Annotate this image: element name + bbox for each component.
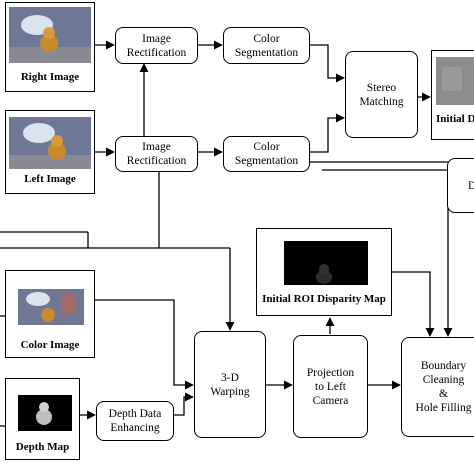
arrow-enhance-to-warping [174, 392, 194, 416]
right-partial-box: D [447, 158, 474, 213]
warping-box: 3-D Warping [194, 331, 266, 438]
boundary-box: Boundary Cleaning & Hole Filling [401, 337, 474, 437]
segmentation-bottom-box: Color Segmentation [223, 136, 310, 172]
depth-map-panel: Depth Map [5, 378, 80, 460]
right-image-panel: Right Image [5, 2, 95, 92]
roi-disparity-panel: Initial ROI Disparity Map [256, 228, 392, 316]
left-image-photo [9, 117, 91, 169]
stereo-matching-box: Stereo Matching [345, 51, 418, 138]
initial-disparity-photo [436, 57, 474, 105]
roi-disparity-caption: Initial ROI Disparity Map [262, 293, 386, 305]
arrow-roi-to-boundary [392, 271, 435, 337]
depth-map-photo [18, 395, 72, 431]
color-image-panel: Color Image [5, 270, 95, 358]
arrow-seg-bottom-to-stereo [310, 113, 345, 153]
left-image-caption: Left Image [24, 173, 76, 185]
right-image-caption: Right Image [20, 71, 80, 83]
rectification-bottom-box: Image Rectification [115, 136, 198, 172]
right-image-photo [9, 7, 91, 63]
rectification-top-box: Image Rectification [115, 27, 198, 64]
projection-box: Projection to Left Camera [293, 335, 368, 438]
left-image-panel: Left Image [5, 110, 95, 194]
depth-enhancing-box: Depth Data Enhancing [96, 401, 174, 441]
segmentation-top-box: Color Segmentation [223, 27, 310, 64]
initial-disparity-panel: Initial D [431, 50, 474, 140]
color-image-photo [18, 289, 84, 325]
depth-map-caption: Depth Map [15, 441, 70, 453]
roi-disparity-photo [284, 241, 368, 285]
color-image-caption: Color Image [20, 339, 80, 351]
arrow-color-to-warping [95, 299, 194, 390]
arrow-seg-top-to-stereo [310, 44, 345, 83]
initial-disparity-caption: Initial D [436, 113, 474, 125]
